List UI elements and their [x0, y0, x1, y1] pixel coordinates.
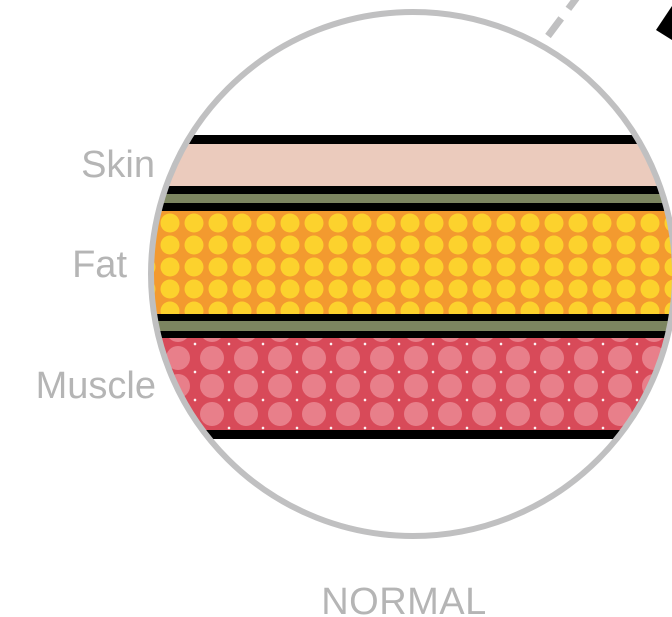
upper-fascia-line: [140, 203, 672, 211]
fat-label: Fat: [72, 246, 127, 284]
tissue-layers: [140, 135, 672, 439]
fat-layer: [140, 211, 672, 314]
skin-bottom-line: [140, 186, 672, 194]
upper-fascia: [140, 194, 672, 203]
top-border-line: [140, 135, 672, 144]
lower-fascia-line: [140, 331, 672, 338]
normal-caption: NORMAL: [321, 581, 487, 617]
magnifier-dashed-line: [548, 0, 590, 36]
muscle-layer: [140, 338, 672, 430]
arrow-head-icon: [656, 6, 672, 40]
fat-bottom-line: [140, 314, 672, 321]
skin-layer: [140, 144, 672, 186]
bottom-border-line: [140, 430, 672, 439]
muscle-label: Muscle: [36, 367, 156, 405]
lower-fascia: [140, 321, 672, 331]
skin-label: Skin: [81, 146, 155, 184]
